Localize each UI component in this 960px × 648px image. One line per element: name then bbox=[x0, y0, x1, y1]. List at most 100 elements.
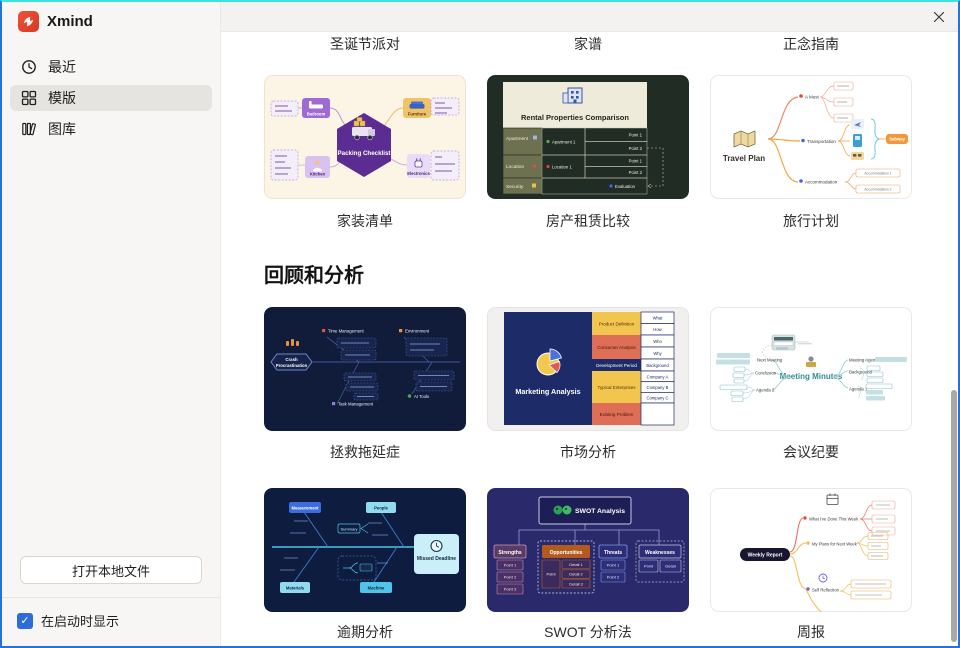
meeting-branch: Conclusion bbox=[755, 371, 777, 376]
weekly-title: Weekly Report bbox=[748, 553, 783, 559]
deadline-branch: Materials bbox=[286, 586, 305, 591]
swot-cell: Point 1 bbox=[607, 563, 620, 568]
marketing-cell: Company C bbox=[646, 396, 668, 401]
rental-cell: Point 1 bbox=[629, 159, 643, 164]
template-caption[interactable]: 逾期分析 bbox=[337, 624, 393, 640]
meeting-thumbnail-art: Meeting Minutes Next Meeting Conclusi bbox=[710, 307, 912, 431]
section-title: 回顾和分析 bbox=[264, 265, 364, 287]
swot-cell: Detail 1 bbox=[569, 562, 583, 567]
xmind-logo-icon bbox=[18, 11, 39, 32]
rental-thumbnail-art: Rental Properties Comparison Apartment L… bbox=[487, 75, 689, 199]
template-caption-partial[interactable]: 家谱 bbox=[574, 36, 602, 52]
packing-center-topic: Packing Checklist bbox=[338, 150, 391, 157]
procrastination-branch: Time Management bbox=[328, 329, 364, 334]
swot-cell: Point 1 bbox=[504, 563, 517, 568]
travel-sub: Accommodation 1 bbox=[864, 172, 891, 176]
template-card-rental-comparison[interactable]: Rental Properties Comparison Apartment L… bbox=[487, 75, 689, 199]
template-card-travel-plan[interactable]: Travel Plan A Must bbox=[710, 75, 912, 199]
meeting-branch: Agenda 2 bbox=[756, 388, 775, 393]
procrastination-thumbnail-art: Crash Procrastination Time Management En… bbox=[264, 307, 466, 431]
procrastination-center: Procrastination bbox=[276, 363, 308, 368]
packing-topic: Electronics bbox=[407, 171, 430, 176]
sidebar-item-label: 模版 bbox=[48, 90, 76, 106]
rental-cell: Location 1 bbox=[552, 165, 572, 170]
template-card-weekly-report[interactable]: Weekly Report What I've Done This Week bbox=[710, 488, 912, 612]
template-caption[interactable]: 会议纪要 bbox=[783, 444, 839, 460]
trophies-icon bbox=[286, 339, 299, 346]
sidebar-bottom: 打开本地文件 ✓ 在启动时显示 bbox=[2, 556, 220, 646]
swot-cell: Point 2 bbox=[607, 575, 620, 580]
marketing-title: Marketing Analysis bbox=[515, 387, 580, 396]
close-button[interactable] bbox=[931, 9, 947, 25]
template-caption[interactable]: 市场分析 bbox=[560, 444, 616, 460]
travel-callout: Subway bbox=[889, 137, 905, 142]
rental-cell: Point 2 bbox=[629, 170, 643, 175]
app-title: Xmind bbox=[47, 13, 93, 30]
deadline-title: Missed Deadline bbox=[417, 556, 456, 562]
map-icon bbox=[733, 130, 756, 148]
template-caption-partial[interactable]: 正念指南 bbox=[783, 36, 839, 52]
weekly-branch: Self Reflection bbox=[812, 587, 840, 592]
bus-icon bbox=[851, 152, 864, 160]
swot-mascot-icon bbox=[553, 505, 572, 515]
marketing-row: Typical Enterprises bbox=[597, 385, 636, 390]
travel-branch: Accommodation bbox=[805, 180, 838, 185]
template-card-marketing-analysis[interactable]: Marketing Analysis Product Definition Co… bbox=[487, 307, 689, 431]
template-caption[interactable]: SWOT 分析法 bbox=[544, 624, 632, 640]
sidebar-item-recent[interactable]: 最近 bbox=[10, 54, 212, 80]
rental-cell: Apartment 1 bbox=[552, 140, 576, 145]
swot-column: Strengths bbox=[498, 550, 522, 556]
template-card-meeting-minutes[interactable]: Meeting Minutes Next Meeting Conclusi bbox=[710, 307, 912, 431]
vertical-scrollbar-thumb[interactable] bbox=[951, 390, 957, 642]
rental-cell: Evaluation bbox=[615, 184, 636, 189]
marketing-cell: Who bbox=[653, 339, 662, 344]
main-header bbox=[221, 2, 958, 32]
template-caption[interactable]: 房产租赁比较 bbox=[546, 213, 630, 229]
marketing-cell: Company B bbox=[647, 385, 669, 390]
template-card-packing-checklist[interactable]: Packing Checklist Bedroom Furniture bbox=[264, 75, 466, 199]
swot-column: Weaknesses bbox=[645, 550, 675, 556]
template-caption[interactable]: 周报 bbox=[797, 624, 825, 640]
meeting-branch: Background bbox=[849, 370, 873, 375]
travel-branch: Transportation bbox=[807, 139, 836, 144]
marketing-cell: How bbox=[653, 327, 662, 332]
bed-icon bbox=[309, 101, 323, 109]
marketing-row: Development Period bbox=[596, 363, 637, 368]
procrastination-branch: AI Tools bbox=[414, 394, 429, 399]
sofa-icon bbox=[409, 101, 425, 109]
sidebar-item-gallery[interactable]: 图库 bbox=[10, 116, 212, 142]
template-caption[interactable]: 家装清单 bbox=[337, 213, 393, 229]
startup-row: ✓ 在启动时显示 bbox=[2, 597, 220, 646]
building-mini-icon bbox=[533, 135, 537, 140]
swot-cell: Point 2 bbox=[504, 575, 517, 580]
template-card-missed-deadline[interactable]: Measurement People Materials Machine Sum… bbox=[264, 488, 466, 612]
sidebar-item-templates[interactable]: 模版 bbox=[10, 85, 212, 111]
open-local-file-button[interactable]: 打开本地文件 bbox=[20, 556, 202, 584]
template-caption[interactable]: 拯救拖延症 bbox=[330, 444, 400, 460]
building-icon bbox=[562, 87, 583, 104]
rental-row-label: Security bbox=[506, 184, 524, 190]
checkmark-icon: ✓ bbox=[20, 615, 30, 627]
show-on-startup-checkbox[interactable]: ✓ bbox=[17, 612, 33, 629]
template-caption[interactable]: 旅行计划 bbox=[783, 213, 839, 229]
template-gallery: 圣诞节派对 家谱 正念指南 bbox=[221, 32, 958, 646]
template-card-swot[interactable]: SWOT Analysis Strengths Point 1 Point 2 … bbox=[487, 488, 689, 612]
template-caption-partial[interactable]: 圣诞节派对 bbox=[330, 36, 400, 52]
meeting-title: Meeting Minutes bbox=[780, 372, 843, 381]
template-card-procrastination[interactable]: Crash Procrastination Time Management En… bbox=[264, 307, 466, 431]
deadline-branch: People bbox=[374, 506, 388, 511]
marketing-cell: What bbox=[653, 316, 664, 321]
presenter-icon bbox=[806, 356, 816, 367]
procrastination-center: Crash bbox=[285, 357, 298, 362]
swot-cell: Detail bbox=[665, 564, 675, 569]
logo-row: Xmind bbox=[2, 2, 220, 36]
pie-chart-icon bbox=[536, 348, 562, 376]
swot-cell: Detail 2 bbox=[569, 572, 583, 577]
meeting-branch: Next Meeting bbox=[757, 358, 783, 363]
swot-column: Threats bbox=[604, 550, 622, 556]
procrastination-branch: Task Management bbox=[338, 402, 374, 407]
train-icon bbox=[853, 134, 862, 147]
travel-title: Travel Plan bbox=[723, 154, 765, 163]
weekly-thumbnail-art: Weekly Report What I've Done This Week bbox=[710, 488, 912, 612]
plane-icon bbox=[851, 119, 864, 129]
